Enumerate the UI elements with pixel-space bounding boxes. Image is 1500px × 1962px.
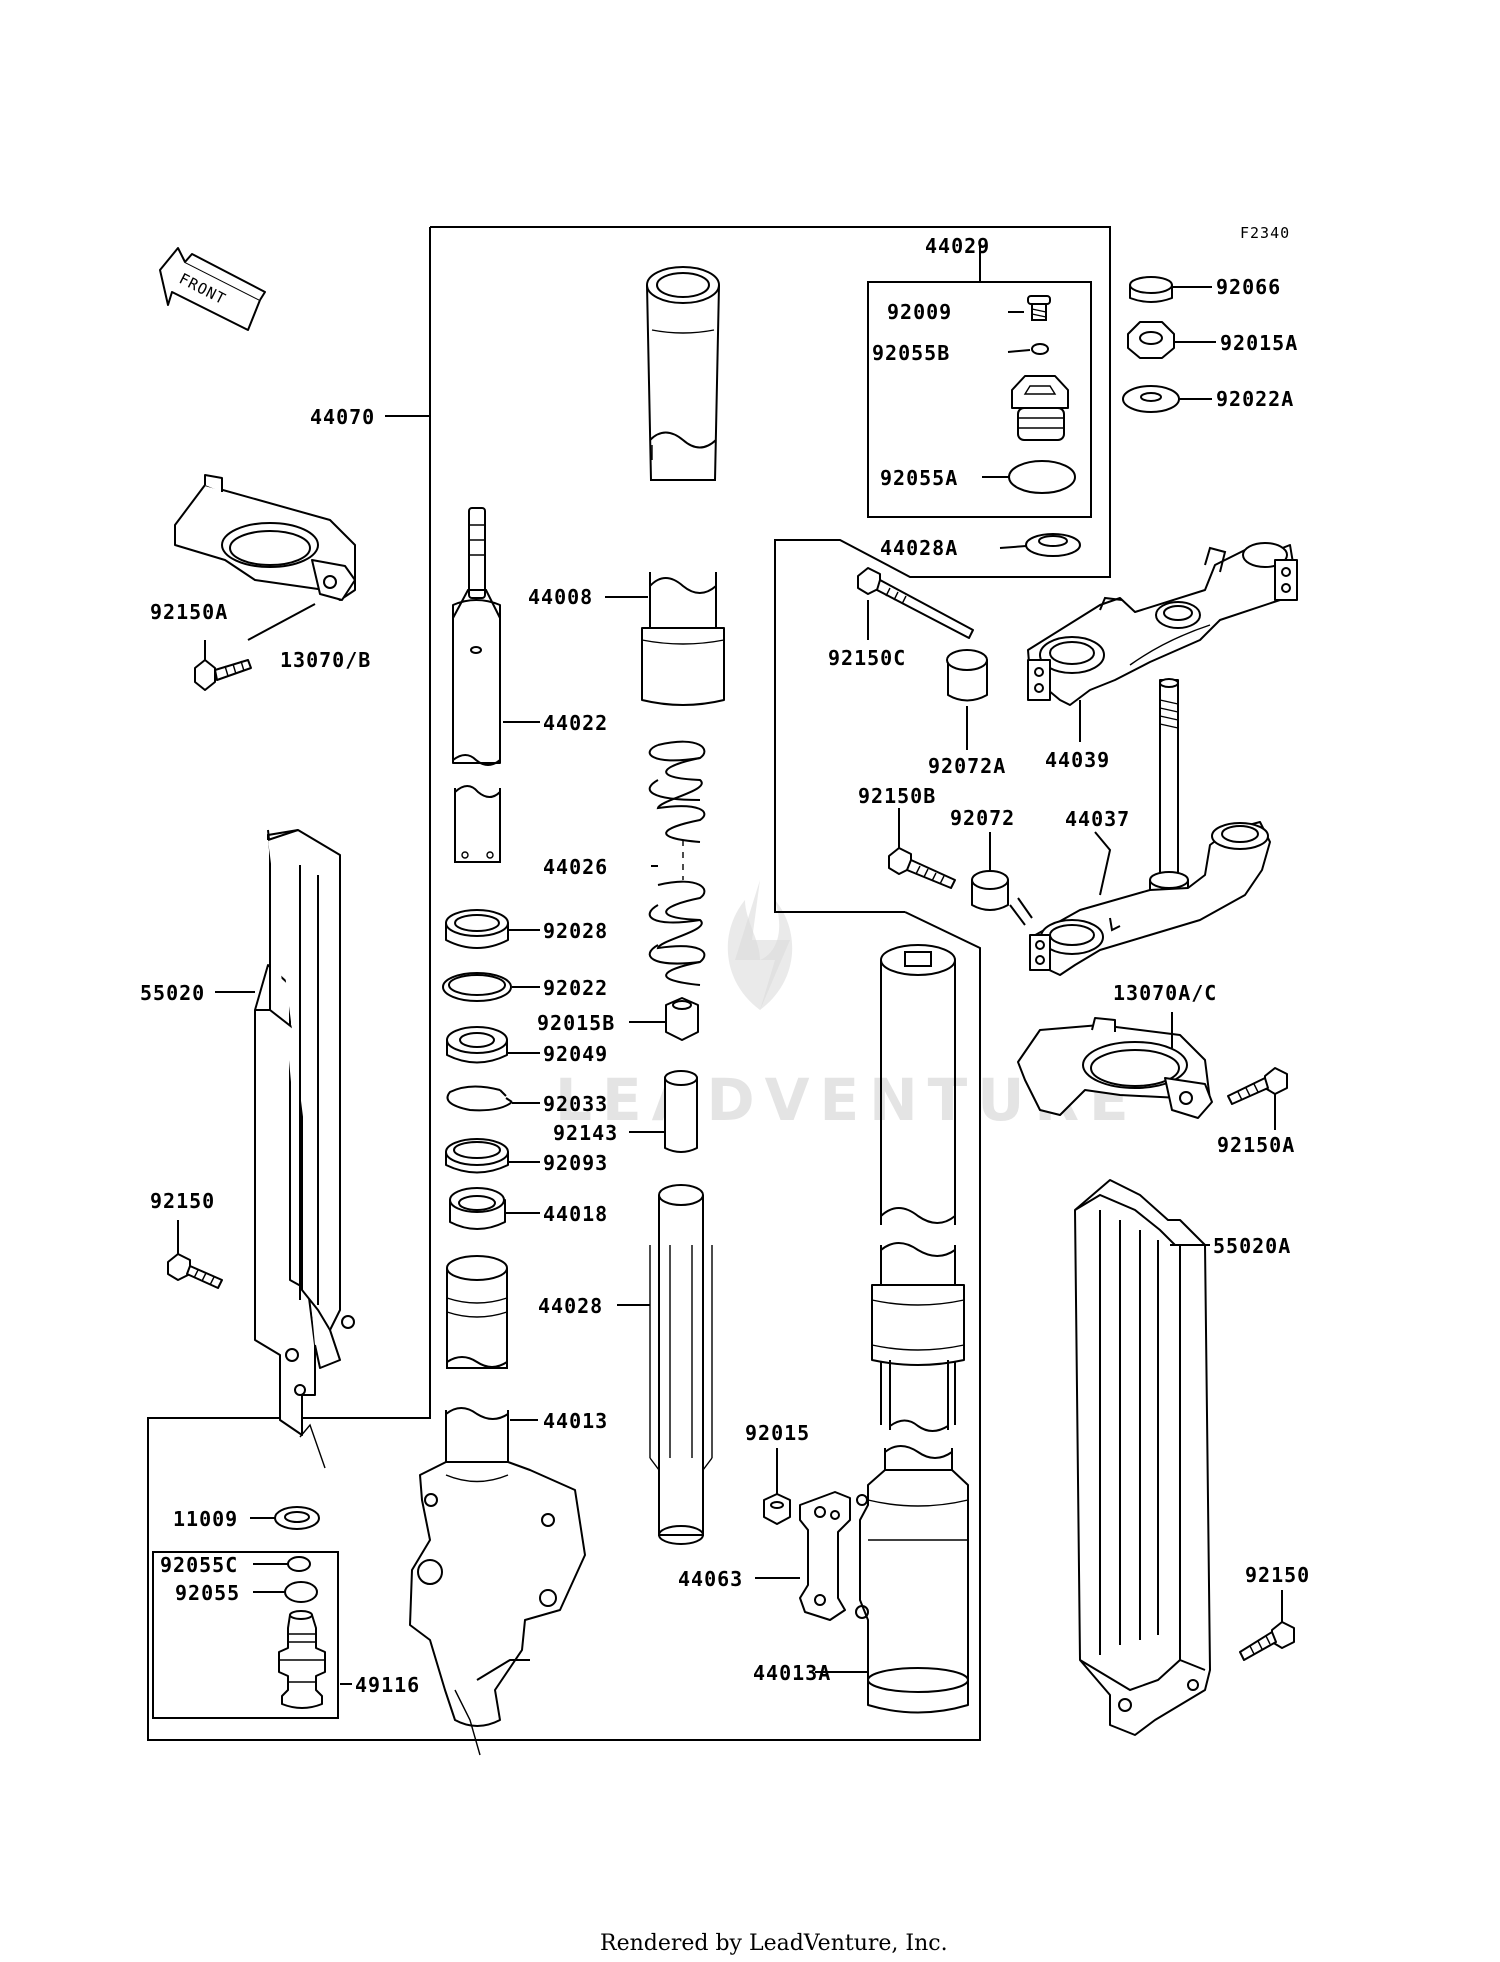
dust-seal-92093: [445, 1138, 509, 1174]
oring-92055A: [1008, 460, 1076, 494]
label-92055: 92055: [175, 1581, 240, 1605]
label-44028: 44028: [538, 1294, 603, 1318]
nut-92015B: [665, 997, 699, 1041]
outer-tube-44008: [641, 266, 725, 706]
footer-credit: Rendered by LeadVenture, Inc.: [600, 1931, 948, 1956]
label-92066: 92066: [1216, 275, 1281, 299]
spring-44026: [648, 740, 706, 986]
label-44026: 44026: [543, 855, 608, 879]
label-92022A: 92022A: [1216, 387, 1294, 411]
diagram-code: F2340: [1240, 224, 1290, 242]
clamp-13070B: [174, 474, 356, 601]
label-92150C: 92150C: [828, 646, 906, 670]
collar-44028A: [1025, 533, 1081, 557]
label-92055C: 92055C: [160, 1553, 238, 1577]
part-labels: 44029 92009 92055B 92055A 44028A 92066 9…: [140, 234, 1310, 1697]
label-92015A: 92015A: [1220, 331, 1298, 355]
break-mark-left: [299, 1423, 326, 1469]
oring-92055B: [1031, 343, 1049, 355]
damper-rod-44022: [452, 507, 501, 863]
collar-92072: [971, 870, 1009, 911]
label-92033: 92033: [543, 1092, 608, 1116]
bolt-92150A-top: [194, 659, 252, 691]
slider-44013: [409, 1255, 586, 1727]
label-92028: 92028: [543, 919, 608, 943]
fork-guard-55020A: [1074, 1179, 1211, 1736]
label-92150B: 92150B: [858, 784, 936, 808]
gasket-11009: [274, 1506, 320, 1530]
nut-92015: [763, 1493, 791, 1525]
label-92055A: 92055A: [880, 466, 958, 490]
label-44029: 44029: [925, 234, 990, 258]
valve-49116: [278, 1610, 326, 1709]
washer-92022A: [1122, 385, 1180, 413]
fork-guard-55020: [254, 829, 355, 1436]
label-92022: 92022: [543, 976, 608, 1000]
label-13070AC: 13070A/C: [1113, 981, 1217, 1005]
label-44008: 44008: [528, 585, 593, 609]
bolt-92150-left: [167, 1253, 223, 1289]
label-55020: 55020: [140, 981, 205, 1005]
cap-92066: [1129, 276, 1173, 303]
label-44018: 44018: [543, 1202, 608, 1226]
nut-92015A: [1127, 321, 1175, 359]
cap-bolt-92009: [1027, 295, 1051, 321]
label-92150-left: 92150: [150, 1189, 215, 1213]
bushing-92028: [445, 909, 509, 949]
washer-92022: [442, 972, 512, 1002]
label-44022: 44022: [543, 711, 608, 735]
oring-92055: [284, 1581, 318, 1603]
holder-44063: [799, 1491, 851, 1621]
lower-triple-clamp-44037: [1009, 821, 1271, 976]
label-92055B: 92055B: [872, 341, 950, 365]
label-92072A: 92072A: [928, 754, 1006, 778]
label-92049: 92049: [543, 1042, 608, 1066]
circlip-92033: [446, 1085, 513, 1112]
label-44039: 44039: [1045, 748, 1110, 772]
label-92072: 92072: [950, 806, 1015, 830]
leader-lines: [177, 246, 1283, 1685]
cylinder-44028: [649, 1184, 713, 1545]
assembly-outlines: [147, 226, 1111, 1741]
label-44013A: 44013A: [753, 1661, 831, 1685]
collar-92143: [664, 1070, 698, 1153]
bushing-44018: [449, 1187, 506, 1230]
label-92093: 92093: [543, 1151, 608, 1175]
label-11009: 11009: [173, 1507, 238, 1531]
upper-triple-clamp-44039: [1027, 542, 1298, 706]
label-49116: 49116: [355, 1673, 420, 1697]
label-44028A: 44028A: [880, 536, 958, 560]
bolt-92150A-right: [1227, 1067, 1288, 1105]
bolt-92150B: [888, 847, 956, 889]
oring-92055C: [287, 1556, 311, 1572]
label-13070B: 13070/B: [280, 648, 371, 672]
label-92009: 92009: [887, 300, 952, 324]
label-92150-right: 92150: [1245, 1563, 1310, 1587]
label-55020A: 55020A: [1213, 1234, 1291, 1258]
label-92015B: 92015B: [537, 1011, 615, 1035]
label-44070: 44070: [310, 405, 375, 429]
label-44037: 44037: [1065, 807, 1130, 831]
steering-stem-44037: [1149, 678, 1189, 911]
inner-tube-44013A: [855, 944, 969, 1714]
label-92015: 92015: [745, 1421, 810, 1445]
fork-cap-plug: [1011, 375, 1069, 441]
oil-seal-92049: [446, 1026, 508, 1064]
label-92143: 92143: [553, 1121, 618, 1145]
bolt-92150C: [857, 567, 974, 639]
clamp-13070AC: [1017, 1017, 1213, 1119]
label-92150A-right: 92150A: [1217, 1133, 1295, 1157]
label-44013: 44013: [543, 1409, 608, 1433]
label-92150A-top: 92150A: [150, 600, 228, 624]
label-44063: 44063: [678, 1567, 743, 1591]
collar-92072A: [946, 649, 988, 702]
front-arrow-icon: FRONT: [159, 247, 266, 331]
bolt-92150-right: [1239, 1621, 1295, 1661]
watermark-logo: [727, 880, 793, 1010]
break-mark-bottom: [454, 1689, 481, 1756]
